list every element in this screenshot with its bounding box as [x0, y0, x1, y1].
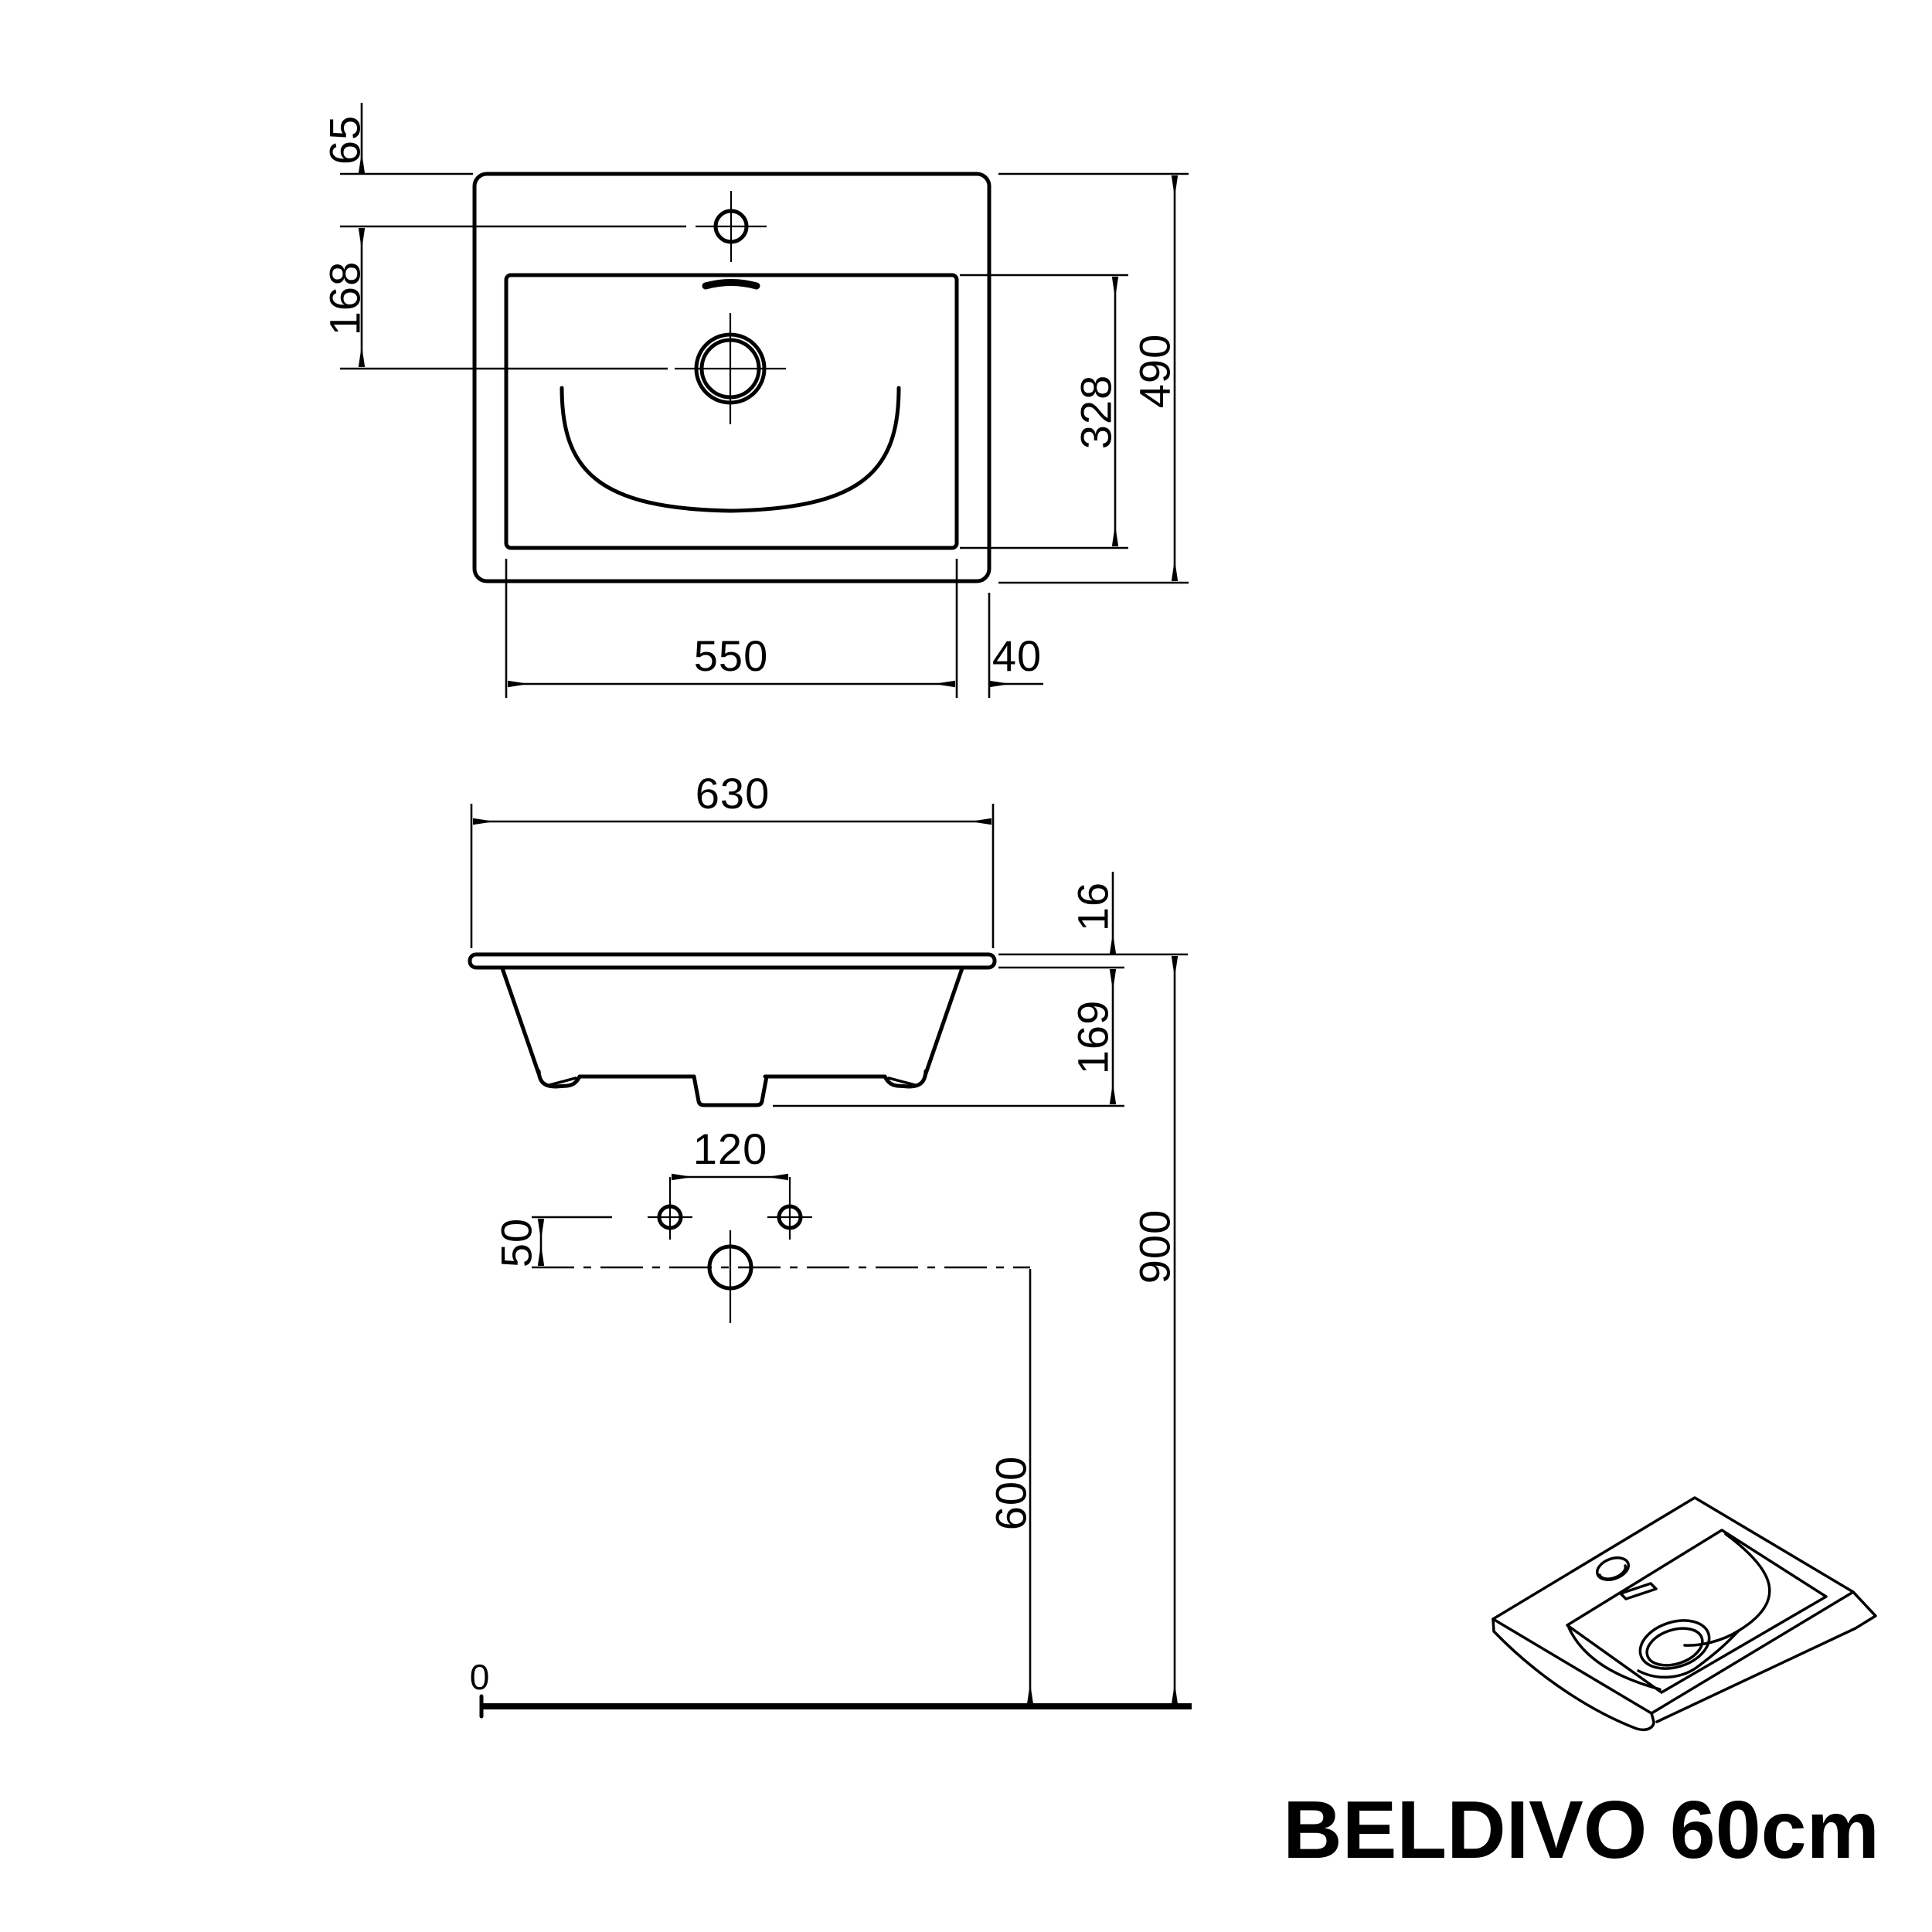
- dim-rim-height: 900: [1131, 956, 1179, 1705]
- iso-faucet-hole: [1596, 1556, 1630, 1581]
- iso-underside: [1492, 1617, 1655, 1732]
- dim-hole-offset: 50: [492, 1216, 612, 1267]
- overflow-slot: [702, 279, 760, 290]
- front-left-foot: [536, 1069, 582, 1089]
- dim-label-490: 490: [1131, 334, 1179, 408]
- dim-label-120: 120: [693, 1124, 767, 1173]
- plan-basin-rect: [504, 273, 959, 550]
- dim-faucet-offset: 65: [321, 103, 686, 228]
- dim-overall-depth: 490: [998, 172, 1189, 584]
- drain-connection-hole: [707, 1230, 753, 1323]
- iso-drain: [1638, 1619, 1711, 1670]
- dim-label-50: 50: [492, 1218, 541, 1267]
- product-label: BELDIVO 60cm: [1283, 1784, 1879, 1876]
- dim-label-328: 328: [1072, 375, 1121, 449]
- floor-baseline: 0: [470, 1657, 1192, 1719]
- iso-basin-back-wall: [1683, 1532, 1771, 1647]
- fixing-hole-left: [648, 1204, 692, 1230]
- dim-label-900: 900: [1131, 1209, 1179, 1284]
- dim-drain-centre-height: 600: [987, 1269, 1036, 1705]
- dim-rim-thickness: 16: [998, 872, 1188, 956]
- faucet-hole: [696, 191, 767, 262]
- iso-overflow-slot: [1619, 1582, 1658, 1600]
- dim-label-169: 169: [1069, 1000, 1117, 1074]
- front-drain-stub: [692, 1074, 769, 1107]
- dim-hole-spacing: 120: [668, 1124, 791, 1240]
- iso-inner-rim: [1566, 1529, 1828, 1694]
- dim-basin-width: 550: [505, 559, 958, 698]
- dim-label-550: 550: [694, 631, 768, 680]
- dim-label-600: 600: [987, 1456, 1036, 1530]
- dim-basin-depth: 328: [960, 274, 1128, 549]
- mounting-view: 120 50 600 0: [470, 1124, 1192, 1719]
- iso-rim-edge: [1655, 1590, 1877, 1723]
- plan-view: 65 168 328 490 550: [321, 103, 1189, 698]
- dim-right-rim: 40: [988, 593, 1043, 698]
- plan-basin-curve: [560, 386, 901, 513]
- dim-label-40: 40: [992, 631, 1042, 680]
- front-view: 630 16 169 900: [468, 769, 1188, 1705]
- dim-basin-height: 169: [773, 966, 1124, 1107]
- iso-basin-front-wall: [1567, 1626, 1662, 1691]
- front-basin-body: [500, 966, 964, 1107]
- dim-overall-width: 630: [470, 769, 995, 948]
- dim-label-630: 630: [696, 769, 770, 818]
- front-countertop-plate: [468, 952, 997, 970]
- drain-hole: [675, 313, 786, 424]
- dim-label-168: 168: [321, 261, 369, 335]
- fixing-hole-right: [767, 1204, 812, 1230]
- datum-label: 0: [470, 1657, 491, 1697]
- dim-label-65: 65: [321, 115, 369, 165]
- iso-top-face: [1492, 1496, 1855, 1715]
- dim-faucet-to-drain: 168: [321, 228, 668, 370]
- dim-label-16: 16: [1069, 882, 1117, 931]
- iso-sketch: [1492, 1496, 1877, 1732]
- iso-basin-bottom-fold: [1637, 1629, 1740, 1679]
- front-right-foot: [883, 1069, 928, 1089]
- plan-outer-rim: [472, 172, 992, 583]
